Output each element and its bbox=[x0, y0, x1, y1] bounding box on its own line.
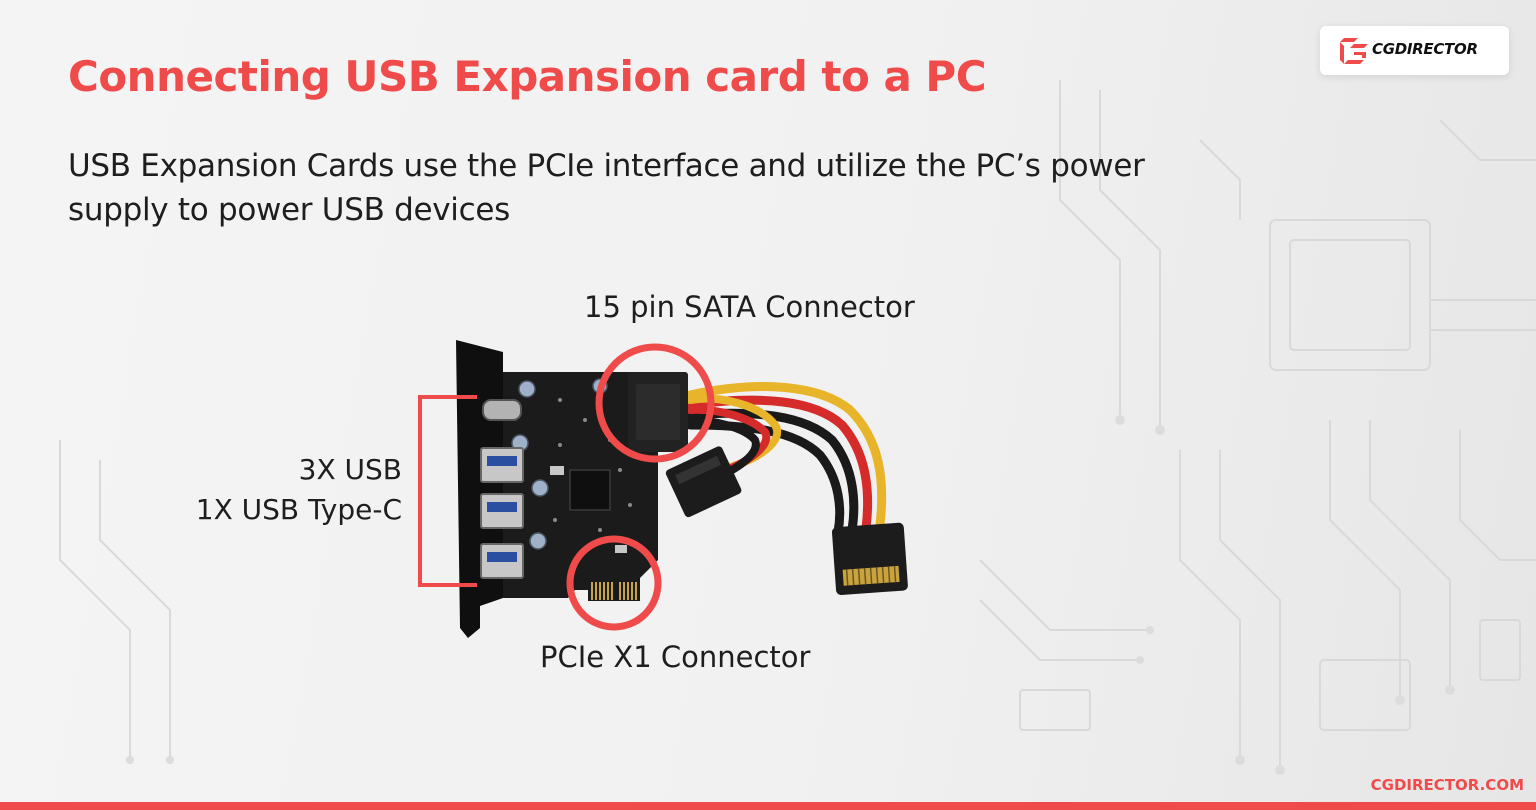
cgdirector-logo[interactable]: CGDIRECTOR bbox=[1320, 26, 1509, 75]
pcie-connector-label: PCIe X1 Connector bbox=[540, 640, 811, 674]
pcie-gold-pins bbox=[591, 582, 637, 600]
cable-wire bbox=[685, 395, 873, 533]
sata-connector-label: 15 pin SATA Connector bbox=[584, 290, 915, 324]
sata-plug-middle bbox=[665, 446, 742, 518]
slide-subtitle: USB Expansion Cards use the PCIe interfa… bbox=[68, 148, 1145, 228]
usb-ports-label-line1: 3X USB bbox=[298, 453, 402, 486]
sata-highlight-circle bbox=[595, 343, 715, 463]
usb-c-port bbox=[482, 399, 522, 421]
controller-chip bbox=[569, 469, 611, 511]
cable-wire bbox=[685, 382, 887, 530]
sata-plug-end bbox=[831, 522, 908, 595]
footer-url[interactable]: CGDIRECTOR.COM bbox=[1370, 776, 1524, 794]
pcie-highlight-circle bbox=[566, 535, 662, 631]
cable-wire bbox=[686, 416, 760, 484]
cg-logo-icon bbox=[1340, 38, 1368, 64]
usb-ports-bracket bbox=[418, 395, 477, 587]
footer-accent-bar bbox=[0, 802, 1536, 810]
pci-bracket bbox=[456, 340, 503, 638]
usb-ports-label-line2: 1X USB Type-C bbox=[195, 493, 402, 526]
slide-title: Connecting USB Expansion card to a PC bbox=[68, 52, 987, 101]
sata-cable bbox=[685, 382, 887, 537]
logo-text: CGDIRECTOR bbox=[1372, 40, 1478, 58]
usb-ports bbox=[480, 399, 524, 579]
usb-ports-label: 3X USB 1X USB Type-C bbox=[150, 450, 402, 530]
